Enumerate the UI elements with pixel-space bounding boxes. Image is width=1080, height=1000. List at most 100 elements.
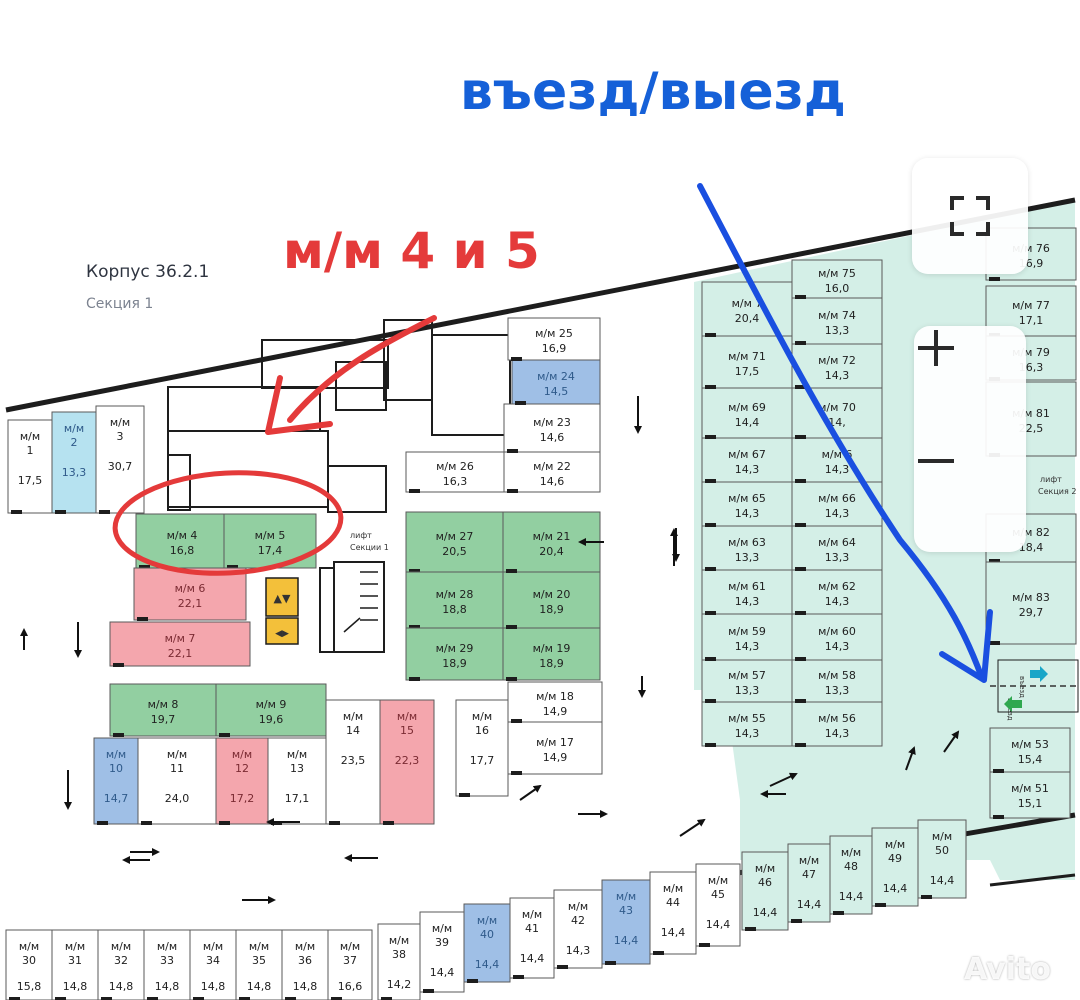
space-prefix: м/м — [799, 854, 819, 867]
space-prefix: м/м 17 — [536, 736, 574, 749]
space-number: 31 — [68, 954, 82, 967]
space-prefix: м/м 53 — [1011, 738, 1049, 751]
space-area: 20,5 — [442, 545, 467, 558]
parking-space-fill — [791, 613, 883, 661]
parking-space-fill — [791, 259, 883, 299]
space-area: 14,3 — [825, 507, 850, 520]
space-area: 17,7 — [470, 754, 495, 767]
fullscreen-icon — [950, 196, 990, 236]
direction-arrow-icon — [519, 784, 542, 801]
space-area: 14,4 — [661, 926, 686, 939]
blue-arrow — [697, 183, 985, 681]
space-area: 14,4 — [753, 906, 778, 919]
parking-space-fill — [502, 571, 601, 629]
parking-space-9[interactable]: м/м 919,6 — [215, 683, 327, 737]
space-prefix: м/м 6 — [175, 582, 206, 595]
space-prefix: м/м 9 — [256, 698, 287, 711]
parking-space-6[interactable]: м/м 622,1 — [133, 567, 247, 621]
parking-space-4[interactable]: м/м 416,8 — [135, 513, 229, 569]
space-area: 17,1 — [285, 792, 310, 805]
space-prefix: м/м 24 — [537, 370, 575, 383]
parking-space-fill — [507, 681, 603, 723]
parking-space-7[interactable]: м/м 722,1 — [109, 621, 251, 667]
zoom-in-button[interactable] — [914, 326, 1026, 439]
parking-space-73[interactable]: м/м 720,4 — [701, 281, 793, 337]
space-prefix: м/м — [397, 710, 417, 723]
zoom-out-button[interactable] — [914, 439, 1026, 552]
parking-space-68[interactable]: м/м 614,3 — [791, 437, 883, 483]
parking-space-fill — [327, 929, 373, 1000]
parking-space-fill — [601, 879, 651, 965]
space-number: 40 — [480, 928, 494, 941]
exit-arrow-icon — [1004, 696, 1022, 712]
parking-space-8[interactable]: м/м 819,7 — [109, 683, 217, 737]
fullscreen-button[interactable] — [912, 158, 1028, 274]
